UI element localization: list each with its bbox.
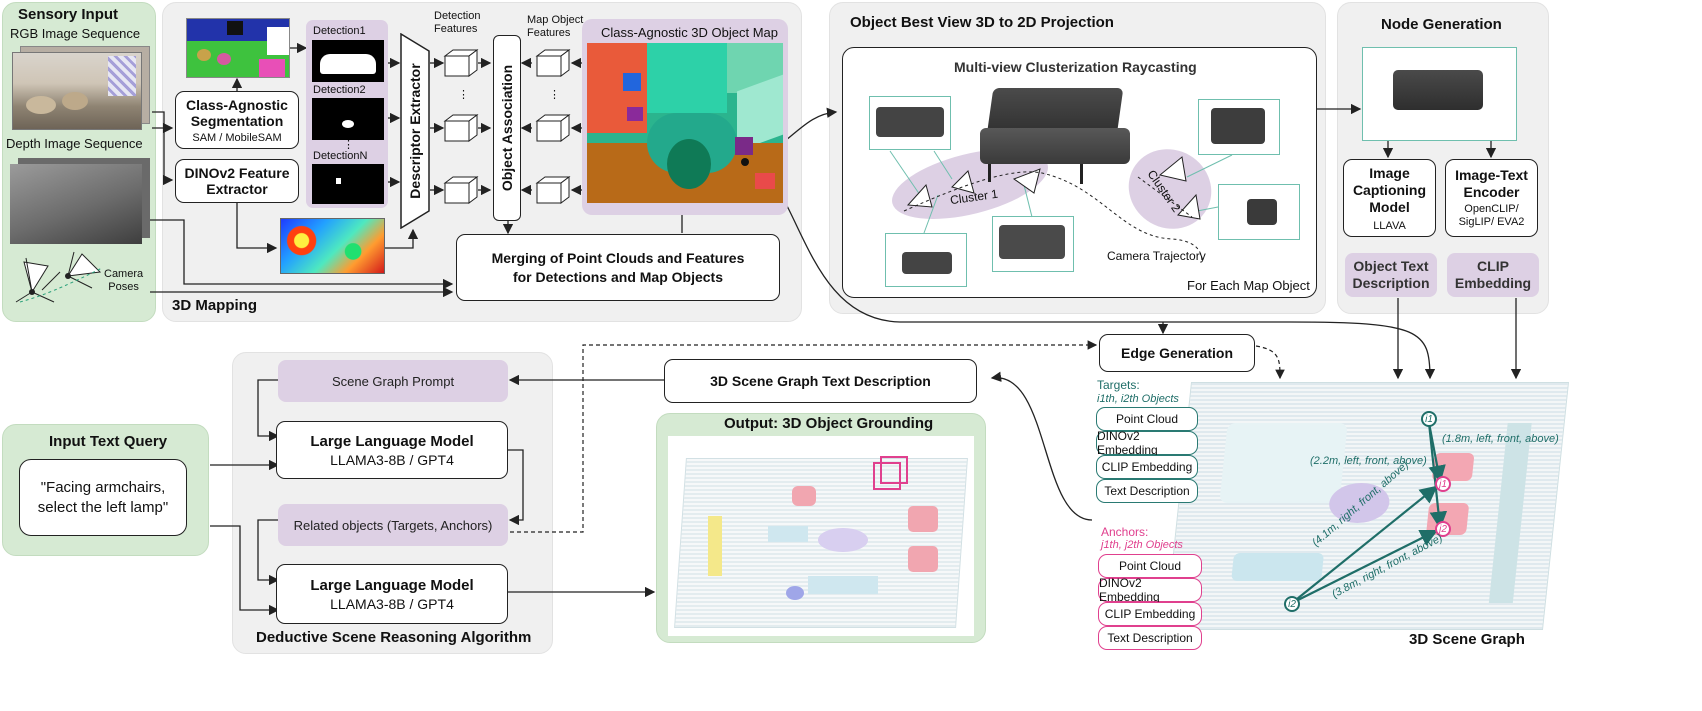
output-grounding-image	[668, 436, 974, 636]
dino-title: DINOv2 Feature Extractor	[184, 165, 290, 197]
image-text-encoder-sub: OpenCLIP/ SigLIP/ EVA2	[1458, 203, 1525, 228]
node-j2: j2	[1435, 521, 1451, 537]
projection-title: Object Best View 3D to 2D Projection	[850, 14, 1114, 31]
view-thumb-4	[1198, 99, 1280, 155]
target-point-cloud: Point Cloud	[1096, 407, 1198, 431]
anchor-clip-embedding: CLIP Embedding	[1098, 602, 1202, 626]
mapping-title: 3D Mapping	[172, 297, 257, 314]
llm-1-title: Large Language Model	[310, 432, 474, 450]
edge-generation-label: Edge Generation	[1120, 345, 1234, 361]
view-thumb-1	[869, 96, 951, 150]
llm-1-sub: LLAMA3-8B / GPT4	[330, 451, 454, 468]
node-i2: i2	[1284, 596, 1300, 612]
edge-generation-box: Edge Generation	[1099, 334, 1255, 372]
feature-heatmap	[280, 218, 385, 274]
view-thumb-2	[885, 233, 967, 287]
image-text-encoder-box: Image-Text Encoder OpenCLIP/ SigLIP/ EVA…	[1445, 159, 1538, 237]
llm-box-1: Large Language Model LLAMA3-8B / GPT4	[276, 421, 508, 479]
image-text-encoder-title: Image-Text Encoder	[1455, 167, 1528, 200]
segmentation-sub: SAM / MobileSAM	[192, 131, 282, 144]
clip-embedding: CLIP Embedding	[1447, 253, 1539, 297]
detection-1-mask	[312, 40, 384, 82]
captioning-model-sub: LLAVA	[1373, 219, 1406, 232]
node-sofa-thumb	[1362, 47, 1517, 141]
edge-label-1: (1.8m, left, front, above)	[1442, 433, 1559, 445]
map-object-dot	[741, 158, 749, 166]
sofa-main	[980, 88, 1130, 188]
anchors-sub: j1th, j2th Objects	[1101, 539, 1183, 551]
rgb-image-sequence	[12, 46, 152, 132]
detection-2-label: Detection2	[313, 84, 366, 96]
view-thumb-5	[1218, 184, 1300, 240]
scene-graph-title: 3D Scene Graph	[1409, 631, 1525, 648]
camera-frustums	[889, 150, 1233, 264]
text-description-label: 3D Scene Graph Text Description	[710, 373, 931, 389]
anchor-dinov2-embedding: DINOv2 Embedding	[1098, 576, 1202, 604]
segmentation-title: Class-Agnostic Segmentation	[186, 96, 288, 129]
projection-footer: For Each Map Object	[1187, 278, 1310, 293]
dino-box: DINOv2 Feature Extractor	[175, 159, 299, 203]
detection-1-label: Detection1	[313, 25, 366, 37]
targets-sub: i1th, i2th Objects	[1097, 393, 1179, 405]
detection-dots: ⋮	[343, 139, 354, 151]
query-title: Input Text Query	[49, 433, 168, 450]
node-j1: j1	[1435, 476, 1451, 492]
object-association-box	[493, 35, 521, 221]
llm-2-title: Large Language Model	[310, 576, 474, 594]
node-i1: i1	[1421, 411, 1437, 427]
detection-feature-cubes	[443, 49, 479, 204]
anchor-point-cloud: Point Cloud	[1098, 554, 1202, 578]
edge-label-2: (2.2m, left, front, above)	[1310, 455, 1427, 467]
object-association-label: Object Association	[499, 64, 515, 192]
descriptor-extractor	[400, 33, 430, 229]
query-text: "Facing armchairs, select the left lamp"	[37, 478, 169, 516]
node-generation-title: Node Generation	[1381, 16, 1502, 33]
captioning-model-title: Image Captioning Model	[1352, 164, 1427, 215]
reasoning-title: Deductive Scene Reasoning Algorithm	[256, 629, 532, 646]
target-dinov2-embedding: DINOv2 Embedding	[1096, 429, 1198, 457]
scene-graph-prompt: Scene Graph Prompt	[278, 360, 508, 402]
target-clip-embedding: CLIP Embedding	[1096, 455, 1198, 479]
text-description-box: 3D Scene Graph Text Description	[664, 359, 977, 403]
view-thumb-3	[992, 216, 1074, 272]
map-feature-cubes	[535, 49, 571, 204]
depth-image-sequence	[10, 158, 152, 244]
query-text-box: "Facing armchairs, select the left lamp"	[19, 459, 187, 536]
detection-n-mask	[312, 164, 384, 204]
detection-2-mask	[312, 98, 384, 140]
llm-2-sub: LLAMA3-8B / GPT4	[330, 595, 454, 612]
anchor-text-description: Text Description	[1098, 626, 1202, 650]
merge-box: Merging of Point Clouds and Features for…	[456, 234, 780, 301]
camera-poses-icon	[15, 251, 103, 303]
rgb-label: RGB Image Sequence	[10, 26, 141, 41]
detection-features-label: Detection Features	[434, 10, 481, 35]
llm-box-2: Large Language Model LLAMA3-8B / GPT4	[276, 564, 508, 624]
camera-trajectory-label: Camera Trajectory	[1107, 249, 1206, 263]
scene-graph-edges	[1291, 422, 1448, 604]
descriptor-extractor-label: Descriptor Extractor	[407, 63, 423, 199]
related-objects: Related objects (Targets, Anchors)	[278, 504, 508, 546]
segmentation-image	[186, 18, 290, 78]
object-map-title: Class-Agnostic 3D Object Map	[601, 25, 779, 40]
segmentation-box: Class-Agnostic Segmentation SAM / Mobile…	[175, 91, 299, 149]
sensory-input-title: Sensory Input	[18, 6, 119, 23]
detection-n-label: DetectionN	[313, 150, 368, 162]
map-features-dots: ⋮	[549, 89, 560, 101]
object-map-image	[587, 43, 783, 203]
map-features-label: Map Object Features	[527, 14, 584, 39]
anchors-label: Anchors:	[1101, 525, 1149, 539]
camera-poses-label: Camera Poses	[104, 268, 144, 293]
merge-label: Merging of Point Clouds and Features for…	[491, 249, 745, 285]
captioning-model-box: Image Captioning Model LLAVA	[1343, 159, 1436, 237]
depth-label: Depth Image Sequence	[6, 136, 143, 151]
object-text-description: Object Text Description	[1345, 253, 1437, 297]
projection-inner-title: Multi-view Clusterization Raycasting	[954, 59, 1197, 75]
output-title: Output: 3D Object Grounding	[724, 415, 934, 432]
target-text-description: Text Description	[1096, 479, 1198, 503]
detection-features-dots: ⋮	[458, 89, 469, 101]
targets-label: Targets:	[1097, 378, 1140, 392]
